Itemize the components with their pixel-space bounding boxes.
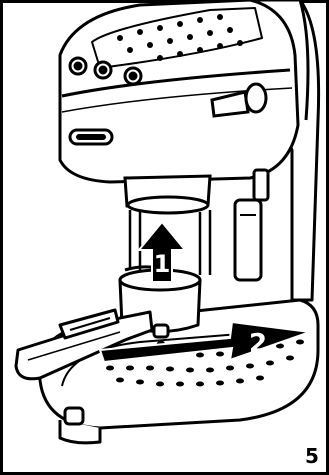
arrow-2-label: 2 bbox=[249, 329, 267, 359]
brew-group bbox=[125, 176, 210, 213]
arrow-1-label: 1 bbox=[154, 250, 171, 278]
page-number: 5 bbox=[305, 444, 319, 468]
steam-wand bbox=[235, 170, 268, 280]
